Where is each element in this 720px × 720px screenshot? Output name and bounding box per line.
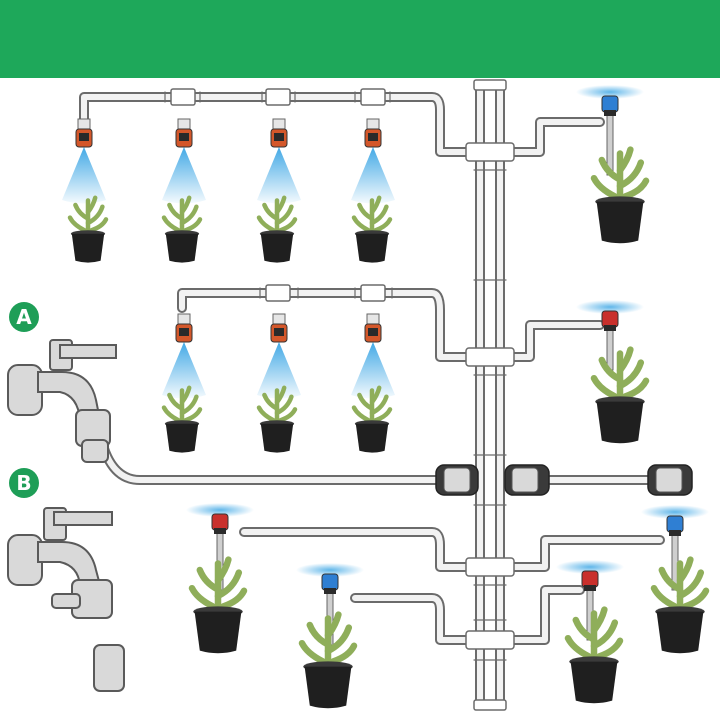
label-a-badge: A [9, 302, 39, 332]
label-b-badge: B [9, 468, 39, 498]
hose-connector-icon [504, 464, 550, 496]
tee-connector-icon [465, 557, 515, 577]
source-labels: A B [9, 302, 39, 498]
potted-cactus-icon [564, 606, 624, 704]
potted-cactus-icon [256, 195, 298, 263]
tee-connector-icon [465, 347, 515, 367]
hose-connector-icon [435, 464, 479, 496]
tee-connector-icon [360, 284, 386, 302]
misting-nozzle-icon [351, 118, 395, 204]
tee-connector-icon [465, 630, 515, 650]
header-banner [0, 0, 720, 78]
potted-cactus-icon [351, 385, 393, 453]
potted-cactus-icon [67, 195, 109, 263]
tee-connector-icon [265, 88, 291, 106]
hose-connector-icon [51, 579, 125, 692]
end-cap-icon [647, 464, 693, 496]
potted-plants [67, 146, 710, 709]
misting-nozzle-icon [351, 313, 395, 399]
misting-nozzle-icon [257, 118, 301, 204]
label-a: A [16, 305, 32, 329]
stake-sprinklers [186, 85, 709, 646]
potted-cactus-icon [590, 146, 650, 244]
potted-cactus-icon [298, 611, 358, 709]
tee-connector-icon [473, 699, 507, 711]
stake-sprinkler-icon [641, 505, 709, 591]
potted-cactus-icon [650, 556, 710, 654]
label-b: B [16, 471, 31, 495]
faucet-icon [7, 339, 117, 463]
potted-cactus-icon [256, 385, 298, 453]
faucet-icon [7, 507, 113, 586]
potted-cactus-icon [590, 346, 650, 444]
misting-nozzle-icon [257, 313, 301, 399]
tee-connectors [170, 79, 515, 711]
tubing-network [79, 80, 665, 710]
stake-sprinkler-icon [576, 300, 644, 371]
faucet-b [7, 507, 125, 692]
potted-cactus-icon [161, 195, 203, 263]
stake-sprinkler-icon [576, 85, 644, 176]
potted-cactus-icon [161, 385, 203, 453]
tee-connector-icon [360, 88, 386, 106]
faucet-a [7, 339, 117, 463]
potted-cactus-icon [351, 195, 393, 263]
stake-sprinkler-icon [186, 503, 254, 591]
misting-nozzles [62, 118, 395, 399]
hose-connectors [435, 464, 693, 496]
misting-nozzle-icon [162, 118, 206, 204]
potted-cactus-icon [188, 556, 248, 654]
tee-connector-icon [465, 142, 515, 162]
misting-nozzle-icon [62, 118, 106, 204]
misting-nozzle-icon [162, 313, 206, 399]
tee-connector-icon [473, 79, 507, 91]
tee-connector-icon [265, 284, 291, 302]
tee-connector-icon [170, 88, 196, 106]
